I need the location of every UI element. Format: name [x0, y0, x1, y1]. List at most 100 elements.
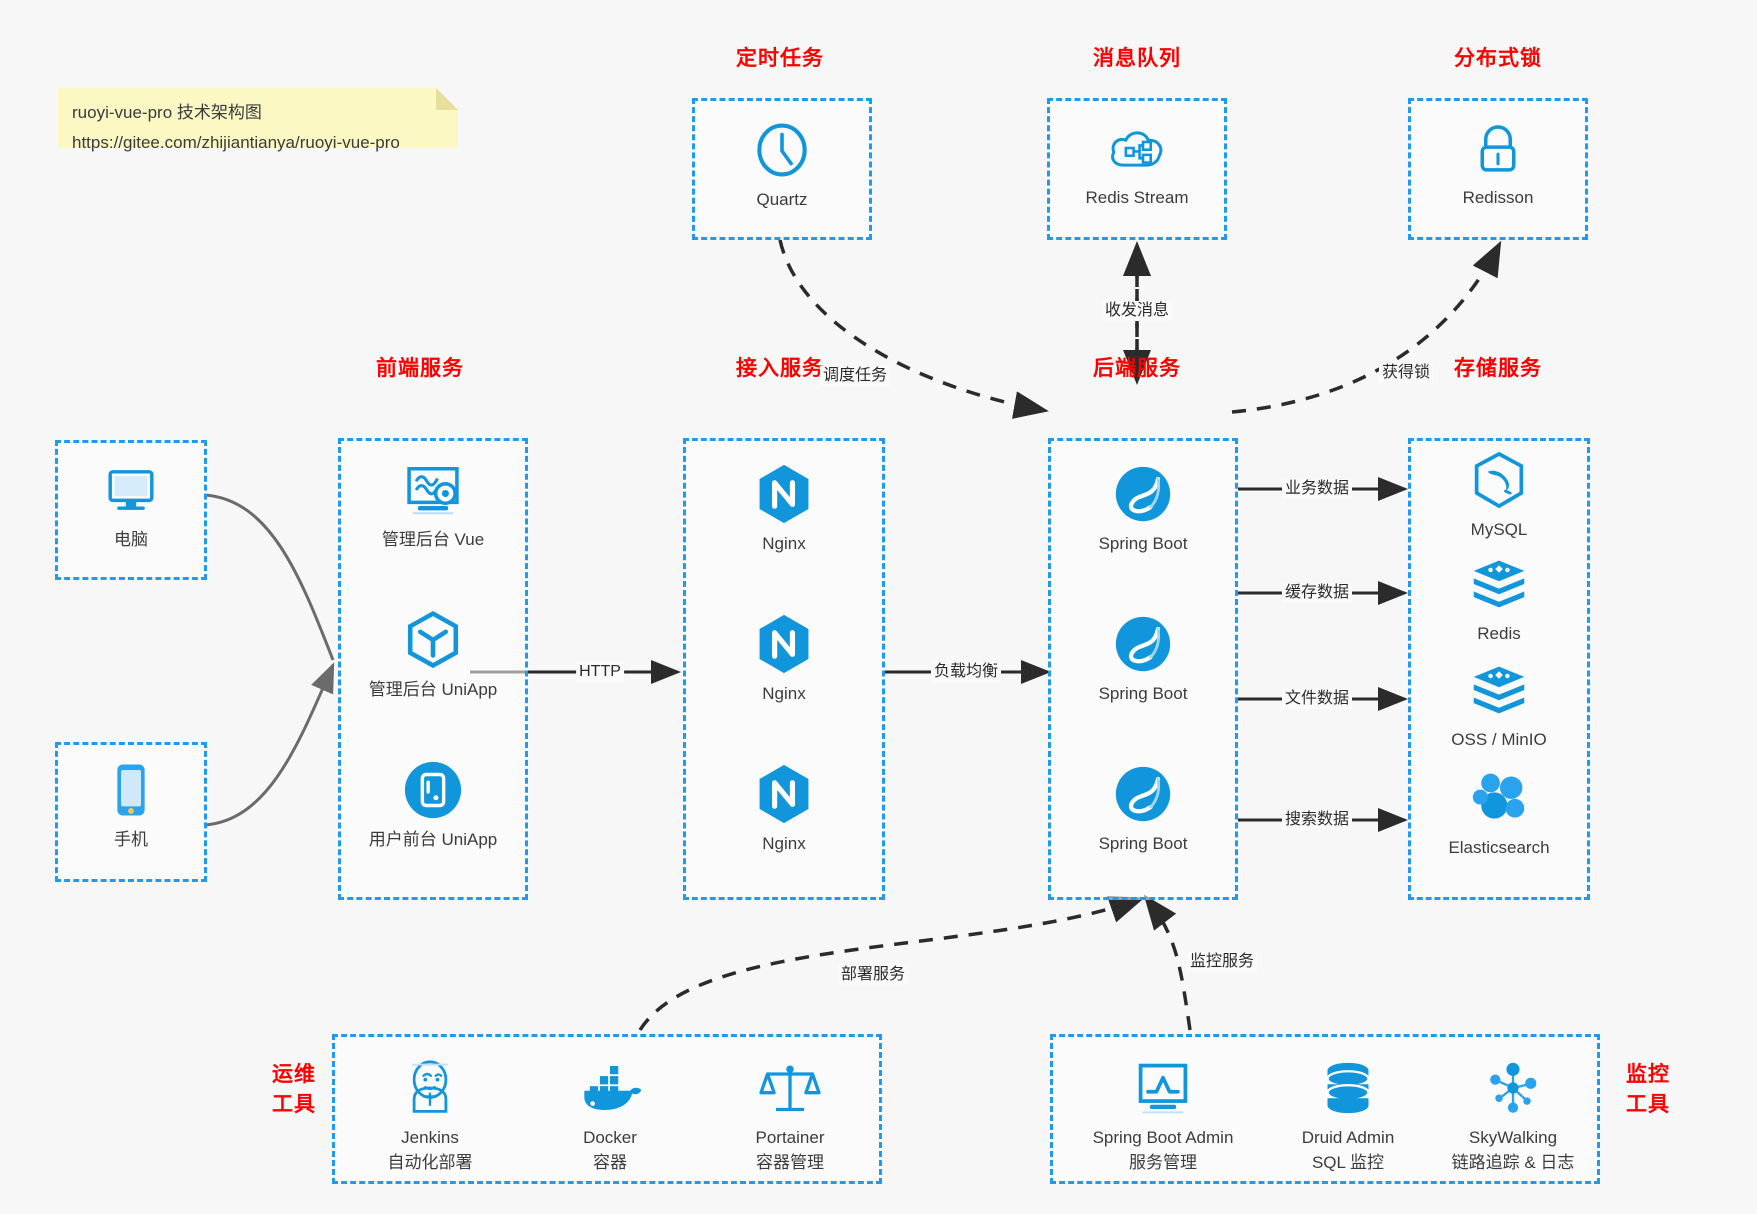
node-sublabel: 容器管理	[756, 1153, 824, 1172]
node-label: Nginx	[762, 684, 806, 703]
node-label: 用户前台 UniApp	[368, 830, 498, 849]
spring-icon	[1051, 463, 1235, 525]
group-box-monitoring[interactable]: Spring Boot Admin 服务管理 Druid Admin SQL 监…	[1050, 1034, 1600, 1184]
node-redisson[interactable]: Redisson	[1411, 117, 1585, 210]
node-label: 管理后台 Vue	[381, 530, 485, 549]
note-card: ruoyi-vue-pro 技术架构图 https://gitee.com/zh…	[58, 88, 458, 152]
portainer-icon	[710, 1057, 870, 1119]
group-title-backend: 后端服务	[1093, 357, 1181, 380]
node-portainer[interactable]: Portainer 容器管理	[710, 1057, 870, 1175]
node-desktop[interactable]: 电脑	[58, 459, 204, 552]
elasticsearch-icon	[1411, 767, 1587, 829]
edge-label-file-data: 文件数据	[1281, 689, 1353, 709]
jenkins-icon	[355, 1057, 505, 1119]
group-box-devops[interactable]: Jenkins 自动化部署 Docker 容器	[332, 1034, 882, 1184]
node-label: Spring Boot	[1098, 684, 1188, 703]
node-spring-boot-2[interactable]: Spring Boot	[1051, 613, 1235, 706]
node-skywalking[interactable]: SkyWalking 链路追踪 & 日志	[1423, 1057, 1603, 1175]
node-admin-vue[interactable]: 管理后台 Vue	[341, 459, 525, 552]
node-nginx-2[interactable]: Nginx	[686, 613, 882, 706]
node-label: Elasticsearch	[1448, 838, 1550, 857]
mobile-icon	[58, 759, 204, 821]
group-box-message-queue[interactable]: Redis Stream	[1047, 98, 1227, 240]
node-spring-boot-1[interactable]: Spring Boot	[1051, 463, 1235, 556]
note-line-1: ruoyi-vue-pro 技术架构图	[72, 103, 262, 122]
node-label: Redisson	[1462, 188, 1534, 207]
group-title-gateway: 接入服务	[736, 357, 824, 380]
node-admin-uniapp[interactable]: 管理后台 UniApp	[341, 609, 525, 702]
node-sublabel: 容器	[593, 1153, 627, 1172]
node-label: Jenkins	[401, 1128, 459, 1147]
spring-icon	[1051, 613, 1235, 675]
node-label: Docker	[583, 1128, 637, 1147]
database-icon	[1268, 1057, 1428, 1119]
node-docker[interactable]: Docker 容器	[530, 1057, 690, 1175]
node-label: Nginx	[762, 534, 806, 553]
node-redis-stream[interactable]: Redis Stream	[1050, 117, 1224, 210]
skywalking-icon	[1423, 1057, 1603, 1119]
nginx-icon	[686, 613, 882, 675]
group-title-monitoring: 监控 工具	[1612, 1060, 1684, 1120]
node-sublabel: 自动化部署	[387, 1153, 473, 1172]
node-label: Spring Boot	[1098, 834, 1188, 853]
group-title-frontend: 前端服务	[376, 357, 464, 380]
node-label: Portainer	[755, 1128, 825, 1147]
group-box-scheduled-task[interactable]: Quartz	[692, 98, 872, 240]
edge-label-cache-data: 缓存数据	[1281, 583, 1353, 603]
node-spring-boot-admin[interactable]: Spring Boot Admin 服务管理	[1063, 1057, 1263, 1175]
node-label: Quartz	[756, 190, 808, 209]
oss-icon	[1411, 659, 1587, 721]
group-box-client-desktop[interactable]: 电脑	[55, 440, 207, 580]
group-box-backend[interactable]: Spring Boot Spring Boot Spring Boot	[1048, 438, 1238, 900]
group-title-distributed-lock: 分布式锁	[1454, 47, 1542, 70]
node-label: Nginx	[762, 834, 806, 853]
group-box-frontend[interactable]: 管理后台 Vue 管理后台 UniApp 用户前台 UniApp	[338, 438, 528, 900]
desktop-icon	[58, 459, 204, 521]
group-title-monitoring-line-2: 工具	[1626, 1093, 1670, 1116]
group-box-storage[interactable]: MySQL Redis	[1408, 438, 1590, 900]
node-spring-boot-3[interactable]: Spring Boot	[1051, 763, 1235, 856]
edge-label-load-balance: 负载均衡	[930, 662, 1002, 682]
node-jenkins[interactable]: Jenkins 自动化部署	[355, 1057, 505, 1175]
clock-icon	[695, 119, 869, 181]
node-druid-admin[interactable]: Druid Admin SQL 监控	[1268, 1057, 1428, 1175]
node-mobile[interactable]: 手机	[58, 759, 204, 852]
node-nginx-1[interactable]: Nginx	[686, 463, 882, 556]
node-nginx-3[interactable]: Nginx	[686, 763, 882, 856]
group-title-monitoring-line-1: 监控	[1626, 1063, 1670, 1086]
group-title-devops-line-1: 运维	[272, 1063, 316, 1086]
edge-label-search-data: 搜索数据	[1281, 810, 1353, 830]
node-label: Druid Admin	[1301, 1128, 1395, 1147]
mysql-icon	[1411, 449, 1587, 511]
spring-icon	[1051, 763, 1235, 825]
node-elasticsearch[interactable]: Elasticsearch	[1411, 767, 1587, 860]
group-title-storage: 存储服务	[1454, 357, 1542, 380]
group-box-gateway[interactable]: Nginx Nginx Nginx	[683, 438, 885, 900]
nginx-icon	[686, 463, 882, 525]
edge-label-http: HTTP	[576, 662, 624, 682]
node-sublabel: SQL 监控	[1311, 1153, 1385, 1172]
edge-label-schedule-task: 调度任务	[819, 366, 891, 386]
node-user-uniapp[interactable]: 用户前台 UniApp	[341, 759, 525, 852]
app-circle-icon	[341, 759, 525, 821]
lock-icon	[1411, 117, 1585, 179]
node-label: 管理后台 UniApp	[368, 680, 498, 699]
nginx-icon	[686, 763, 882, 825]
node-label: 电脑	[114, 530, 148, 549]
node-label: Spring Boot	[1098, 534, 1188, 553]
node-oss-minio[interactable]: OSS / MinIO	[1411, 659, 1587, 752]
group-box-client-mobile[interactable]: 手机	[55, 742, 207, 882]
node-label: Redis Stream	[1085, 188, 1189, 207]
node-redis[interactable]: Redis	[1411, 553, 1587, 646]
node-quartz[interactable]: Quartz	[695, 119, 869, 212]
redis-icon	[1411, 553, 1587, 615]
node-mysql[interactable]: MySQL	[1411, 449, 1587, 542]
node-label: Spring Boot Admin	[1092, 1128, 1234, 1147]
dashboard-gear-icon	[341, 459, 525, 521]
group-title-message-queue: 消息队列	[1093, 47, 1181, 70]
group-box-distributed-lock[interactable]: Redisson	[1408, 98, 1588, 240]
cube-icon	[341, 609, 525, 671]
note-line-2: https://gitee.com/zhijiantianya/ruoyi-vu…	[72, 133, 400, 152]
node-label: OSS / MinIO	[1451, 730, 1547, 749]
cloud-stream-icon	[1050, 117, 1224, 179]
